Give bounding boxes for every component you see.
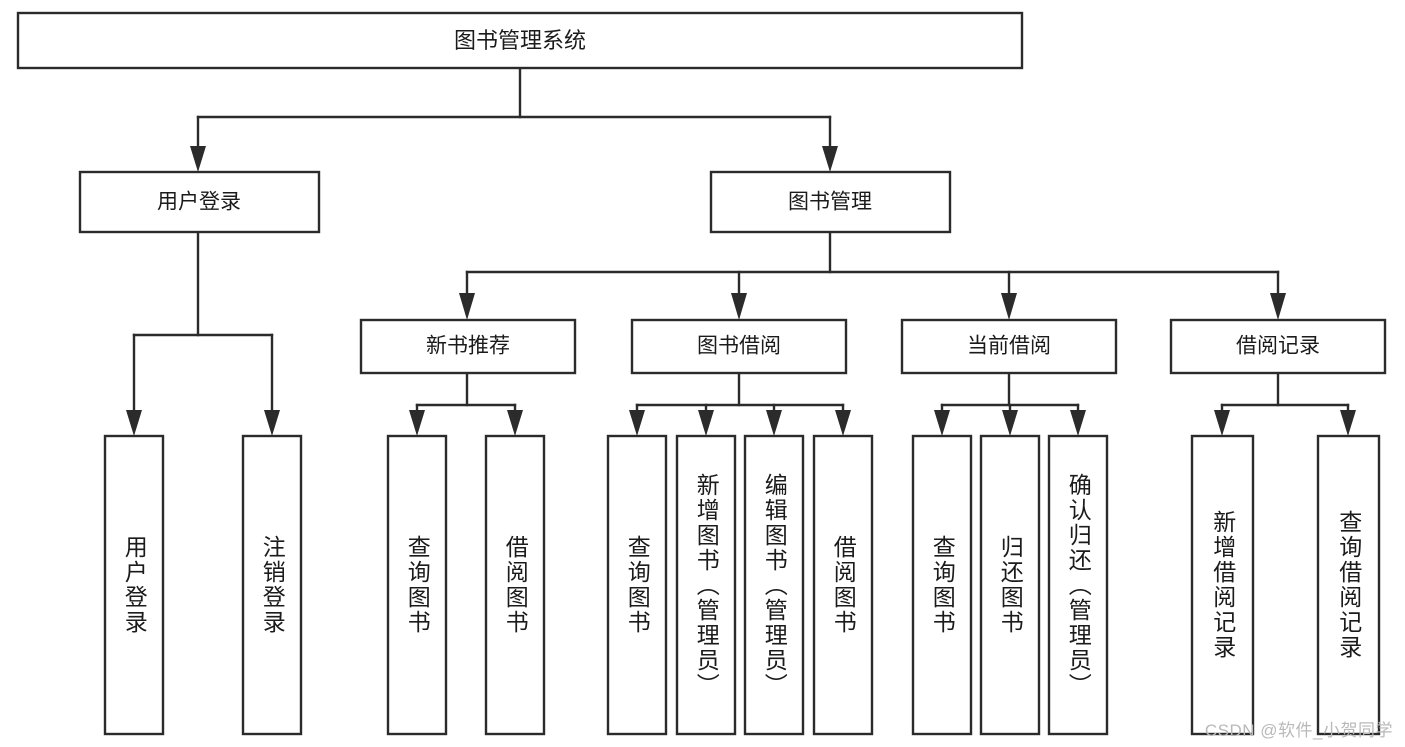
node-current-borrow-label: 当前借阅 <box>967 335 1051 358</box>
node-new-book-recommend-label: 新书推荐 <box>426 335 510 358</box>
arrow-bb-leaf-3 <box>766 410 782 436</box>
node-user-login[interactable]: 用户登录 <box>78 170 321 234</box>
leaf-box-bb-3[interactable] <box>743 434 805 736</box>
arrow-user-login-leaf-1 <box>126 410 142 436</box>
node-current-borrow-box <box>900 318 1118 375</box>
connector-new-book-recommend-to-leaves <box>409 371 523 436</box>
node-book-borrow-label: 图书借阅 <box>697 335 781 358</box>
leaf-box-nbr-2[interactable] <box>484 434 546 736</box>
node-current-borrow[interactable]: 当前借阅 <box>900 318 1118 375</box>
leaf-box-bb-1[interactable] <box>606 434 668 736</box>
leaf-box-user-login-2[interactable] <box>241 434 303 736</box>
leaf-box-bb-4[interactable] <box>812 434 874 736</box>
node-book-management[interactable]: 图书管理 <box>709 170 952 234</box>
node-borrow-record-label: 借阅记录 <box>1236 335 1320 358</box>
node-book-management-label: 图书管理 <box>788 191 872 214</box>
connector-user-login-to-leaves <box>126 230 280 436</box>
node-borrow-record[interactable]: 借阅记录 <box>1169 318 1387 375</box>
arrow-root-to-user-login <box>190 146 206 172</box>
arrow-root-to-book-management <box>822 146 838 172</box>
connector-book-borrow-to-leaves <box>629 371 851 436</box>
arrow-br-leaf-2 <box>1340 410 1356 436</box>
connector-borrow-record-to-leaves <box>1214 371 1356 436</box>
node-new-book-recommend-box <box>359 318 577 375</box>
arrow-user-login-leaf-2 <box>264 410 280 436</box>
arrow-nbr-leaf-2 <box>507 410 523 436</box>
arrow-br-leaf-1 <box>1214 410 1230 436</box>
node-book-borrow[interactable]: 图书借阅 <box>630 318 848 375</box>
leaf-box-cb-2[interactable] <box>979 434 1041 736</box>
node-book-borrow-box <box>630 318 848 375</box>
leaf-box-user-login-1[interactable] <box>103 434 165 736</box>
leaf-box-nbr-1[interactable] <box>386 434 448 736</box>
leaf-box-br-1[interactable] <box>1190 434 1255 736</box>
leaf-box-cb-3[interactable] <box>1047 434 1109 736</box>
arrow-to-current-borrow <box>1001 293 1017 320</box>
connector-current-borrow-to-leaves <box>934 371 1086 436</box>
arrow-to-book-borrow <box>731 293 747 320</box>
leaf-box-cb-1[interactable] <box>911 434 973 736</box>
arrow-cb-leaf-3 <box>1070 410 1086 436</box>
node-borrow-record-box <box>1169 318 1387 375</box>
arrow-cb-leaf-1 <box>934 410 950 436</box>
leaf-box-br-2[interactable] <box>1316 434 1381 736</box>
node-user-login-box <box>78 170 321 234</box>
connector-book-management-to-level2 <box>459 230 1286 320</box>
arrow-bb-leaf-4 <box>835 410 851 436</box>
arrow-nbr-leaf-1 <box>409 410 425 436</box>
node-root-box <box>16 11 1024 70</box>
node-user-login-label: 用户登录 <box>157 191 241 214</box>
arrow-to-borrow-record <box>1270 293 1286 320</box>
leaf-box-bb-2[interactable] <box>675 434 737 736</box>
arrow-bb-leaf-2 <box>698 410 714 436</box>
node-root-label: 图书管理系统 <box>454 28 586 53</box>
arrow-bb-leaf-1 <box>629 410 645 436</box>
node-book-management-box <box>709 170 952 234</box>
arrow-to-new-book-recommend <box>459 293 475 320</box>
node-new-book-recommend[interactable]: 新书推荐 <box>359 318 577 375</box>
node-root-book-management-system[interactable]: 图书管理系统 <box>16 11 1024 70</box>
arrow-cb-leaf-2 <box>1002 410 1018 436</box>
connector-root-to-level1 <box>190 66 838 172</box>
